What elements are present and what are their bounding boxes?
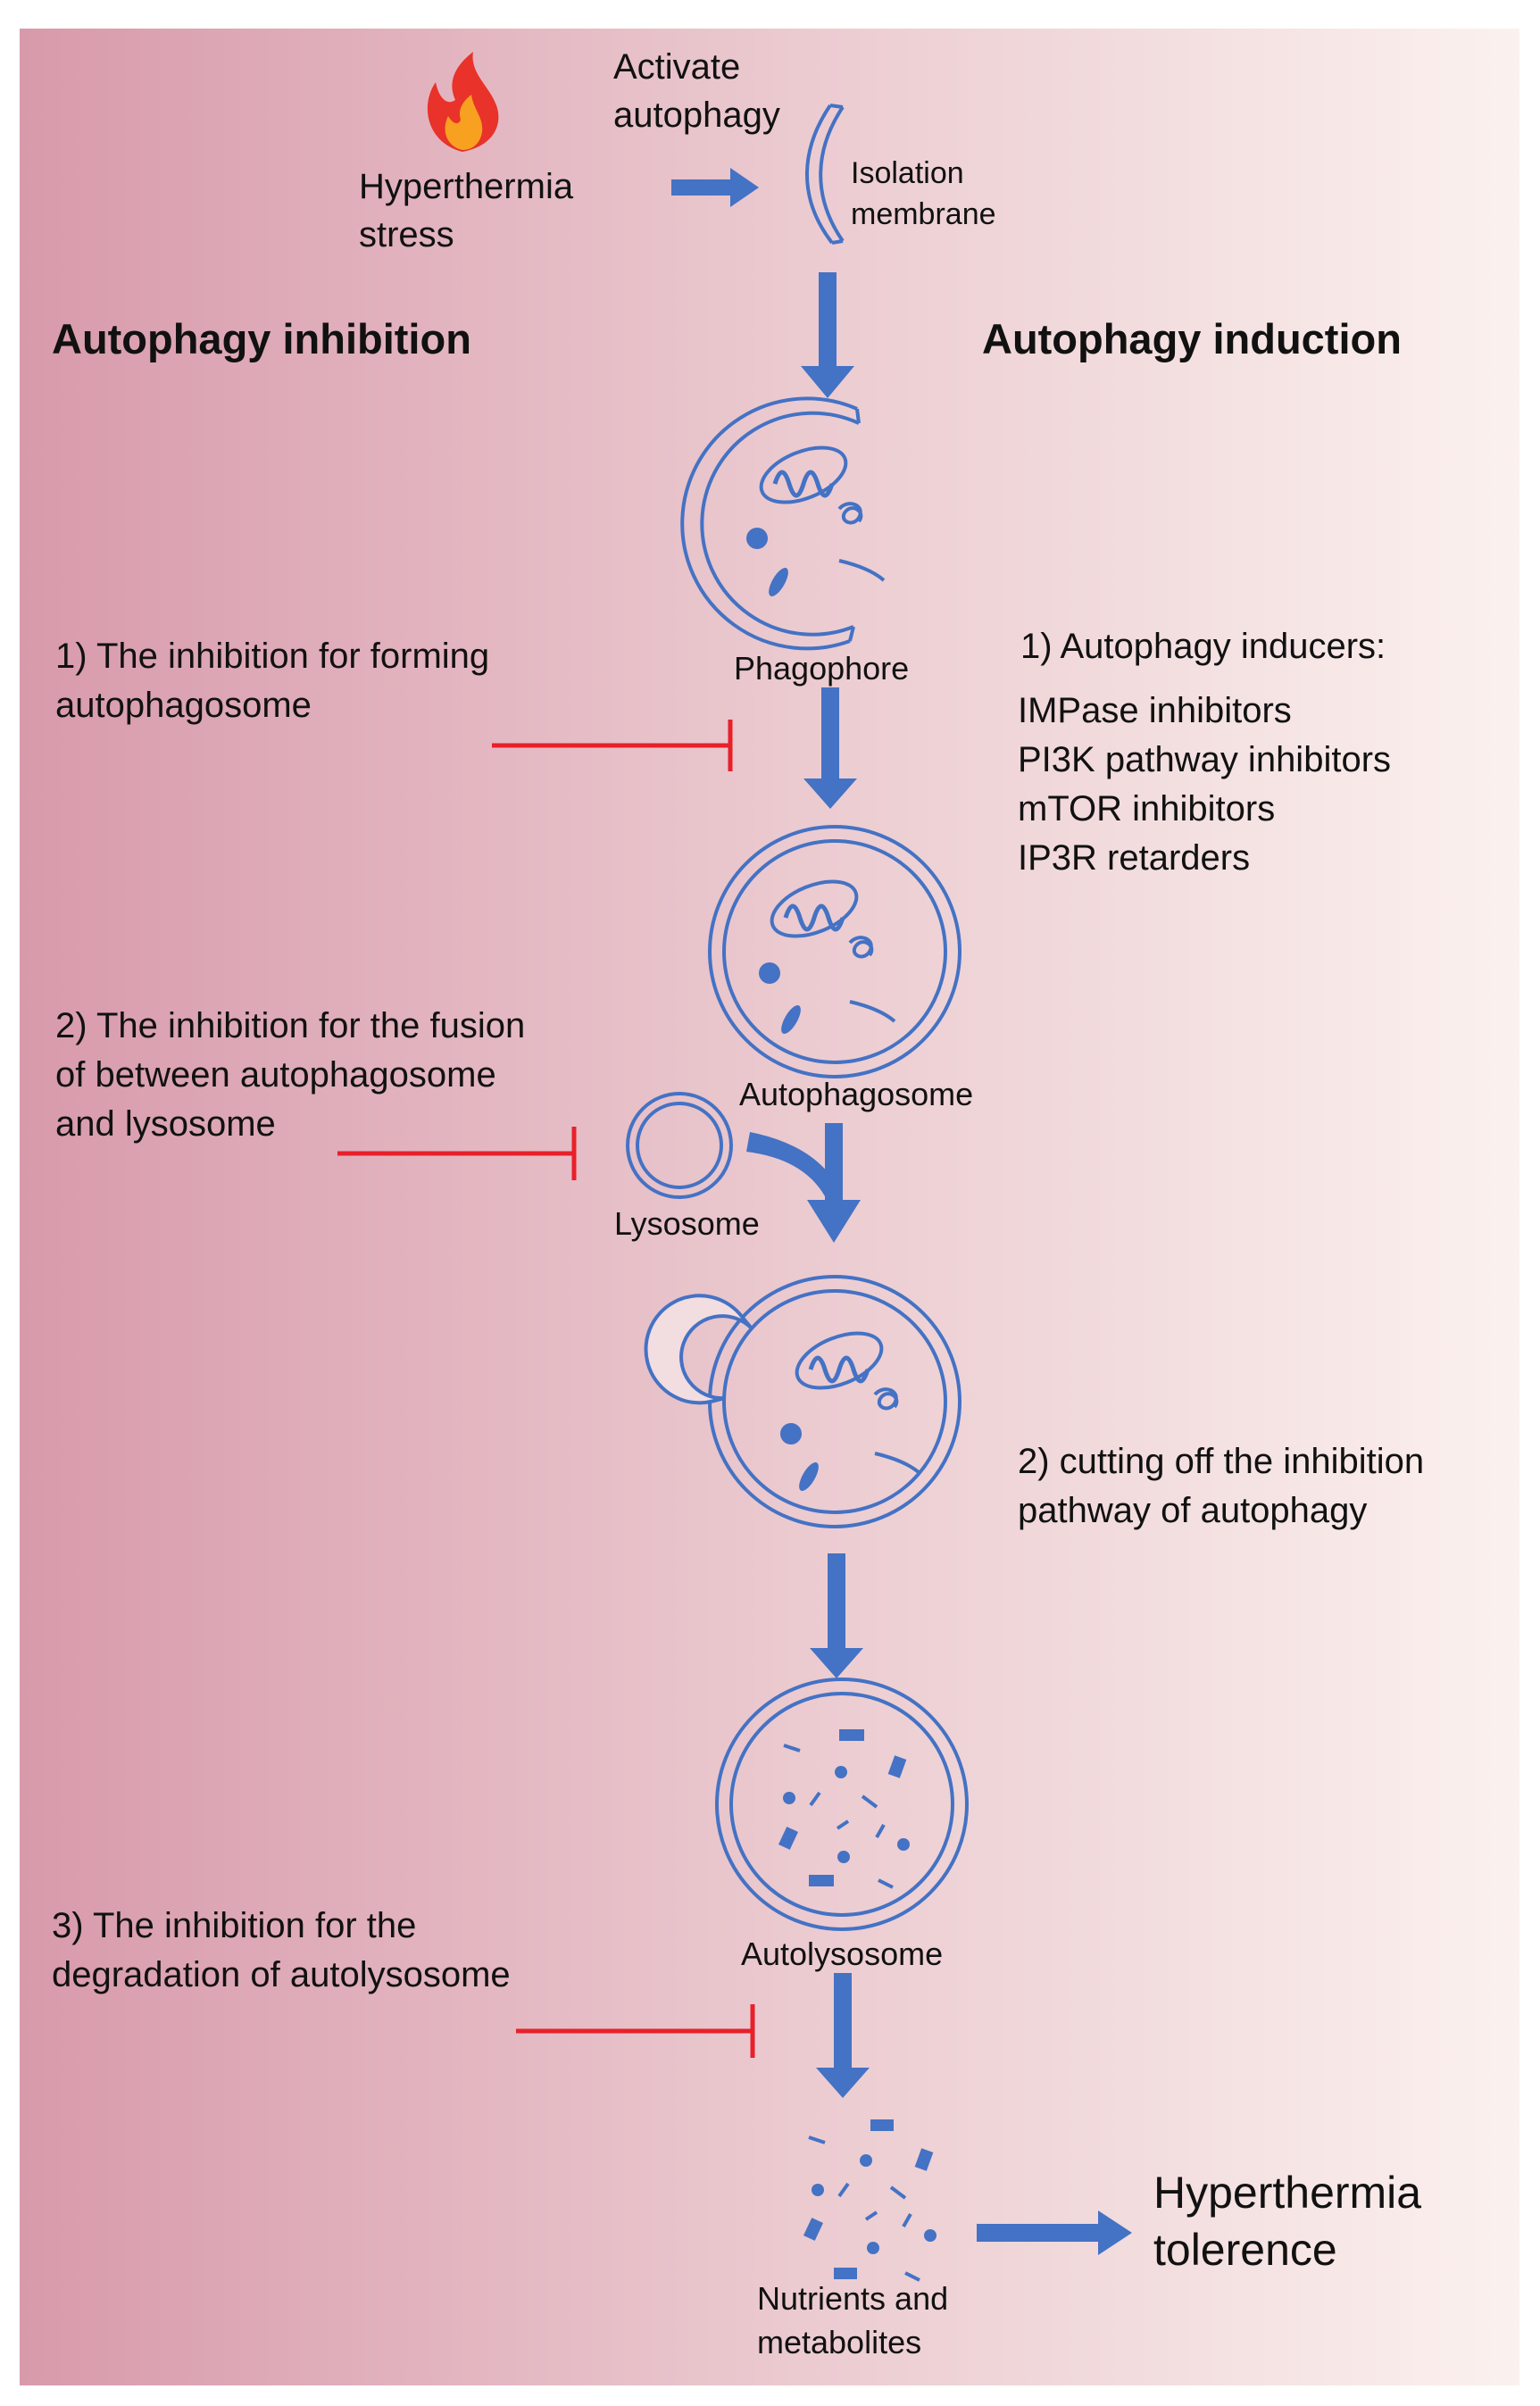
lysosome-label: Lysosome xyxy=(614,1205,760,1242)
phagophore-label: Phagophore xyxy=(734,650,909,687)
fusion-icon xyxy=(644,1275,961,1528)
inducers-list: IMPase inhibitors PI3K pathway inhibitor… xyxy=(1018,691,1401,878)
lysosome-icon xyxy=(626,1092,733,1199)
autophagosome-label: Autophagosome xyxy=(739,1076,973,1112)
background-panel xyxy=(20,29,1519,2385)
autolysosome-icon xyxy=(715,1678,969,1931)
inhibition-step-2: 2) The inhibition for the fusion of betw… xyxy=(55,1006,535,1144)
inducers-title: 1) Autophagy inducers: xyxy=(1020,627,1386,666)
inhibit-bar-1 xyxy=(492,720,733,771)
arrow-to-nutrients xyxy=(816,1973,870,2098)
induction-step-2: 2) cutting off the inhibition pathway of… xyxy=(1018,1442,1434,1530)
nutrients-fragments-icon xyxy=(803,2119,936,2282)
inhibition-step-1: 1) The inhibition for forming autophagos… xyxy=(55,637,499,725)
heading-inhibition: Autophagy inhibition xyxy=(52,315,471,362)
nutrients-label: Nutrients and metabolites xyxy=(757,2280,957,2360)
arrow-to-phagophore xyxy=(801,272,854,398)
isolation-membrane-icon xyxy=(805,104,845,245)
arrow-to-outcome xyxy=(977,2210,1132,2255)
inhibit-bar-3 xyxy=(516,2004,755,2058)
degraded-fragments xyxy=(778,1729,910,1889)
arrow-to-autolysosome xyxy=(810,1553,863,1678)
stress-label: Hyperthermia stress xyxy=(359,167,583,254)
activate-autophagy-label: Activate autophagy xyxy=(613,47,780,135)
autolysosome-label: Autolysosome xyxy=(741,1936,943,1972)
autophagosome-icon xyxy=(708,825,961,1078)
phagophore-icon xyxy=(680,396,886,651)
isolation-membrane-label: Isolation membrane xyxy=(851,156,996,231)
inhibition-step-3: 3) The inhibition for the degradation of… xyxy=(52,1906,511,1994)
heading-induction: Autophagy induction xyxy=(982,315,1402,362)
arrow-stress-to-membrane xyxy=(671,168,759,207)
outcome-label: Hyperthermia tolerence xyxy=(1153,2168,1434,2275)
flame-icon xyxy=(427,52,499,152)
inhibit-bar-2 xyxy=(337,1127,577,1180)
arrow-fusion xyxy=(746,1123,861,1243)
arrow-to-autophagosome xyxy=(803,687,857,809)
